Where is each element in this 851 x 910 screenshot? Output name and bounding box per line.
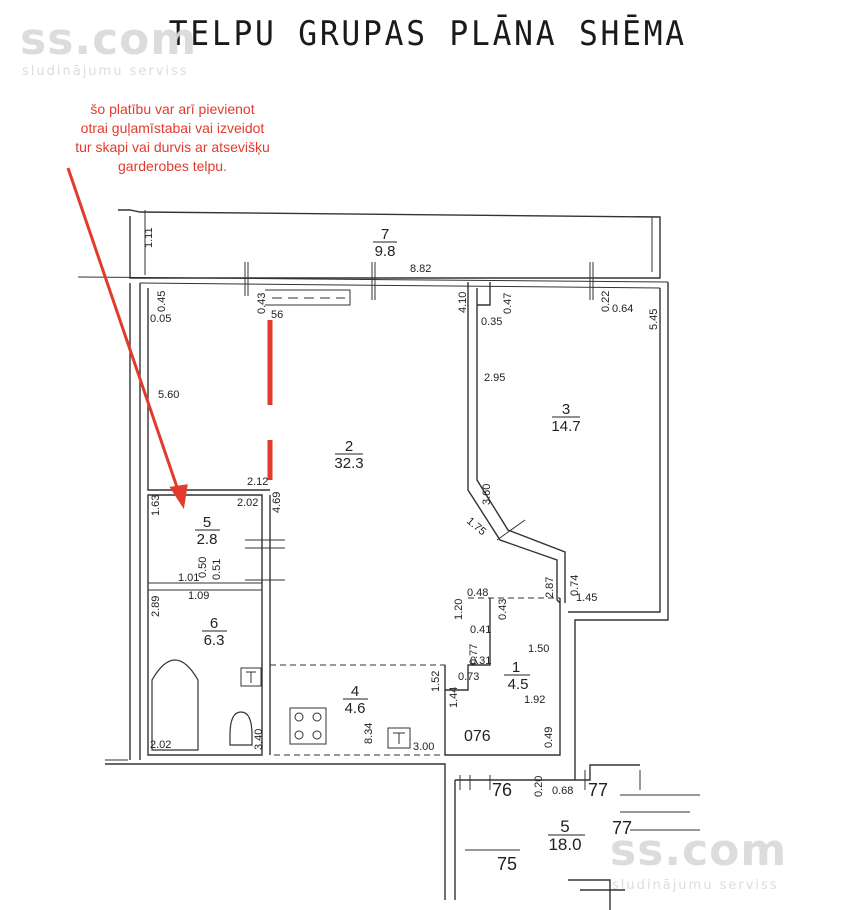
room-area: 14.7 <box>551 418 580 435</box>
dimension-label: 0.64 <box>612 303 633 315</box>
dimension-label: 1.11 <box>143 227 155 248</box>
dimension-label: 1.63 <box>150 495 162 516</box>
dimension-label: 1.92 <box>524 694 545 706</box>
dimension-label: 0.20 <box>533 776 545 797</box>
dimension-label: 8.82 <box>410 263 431 275</box>
dimension-label: 0.50 <box>197 557 209 578</box>
dimension-label: 77 <box>612 818 632 838</box>
dimension-label: 0.45 <box>156 291 168 312</box>
dimension-label: 0.73 <box>458 671 479 683</box>
walls <box>77 209 700 910</box>
note-line: šo platību var arī pievienot <box>90 101 255 117</box>
room-area: 4.6 <box>345 700 366 717</box>
room-number: 5 <box>203 514 211 531</box>
dimension-label: 2.95 <box>484 372 505 384</box>
dimension-label: 0.05 <box>150 313 171 325</box>
room-area: 2.8 <box>197 531 218 548</box>
dimension-label: 0.47 <box>502 293 514 314</box>
dimension-label: 75 <box>497 854 517 874</box>
dimension-labels: 1.11 8.82 0.45 0.05 0.43 56 4.10 0.47 0.… <box>143 227 660 874</box>
dimension-label: 0.41 <box>470 624 491 636</box>
arrow-icon <box>66 167 188 510</box>
dimension-label: 76 <box>492 780 512 800</box>
dimension-label: 1.50 <box>528 643 549 655</box>
annotation-note: šo platību var arī pievienot otrai guļam… <box>40 100 305 176</box>
note-line: garderobes telpu. <box>118 158 227 174</box>
dimension-label: 56 <box>271 309 283 321</box>
dimension-label: 0.74 <box>569 575 581 596</box>
dimension-label: 1.20 <box>453 599 465 620</box>
dimension-label: 0.48 <box>467 587 488 599</box>
watermark-tagline: sludinājumu serviss <box>22 64 189 79</box>
dimension-label: 0.31 <box>470 655 491 667</box>
room-area: 32.3 <box>334 455 363 472</box>
dimension-label: 0.22 <box>600 291 612 312</box>
room-number: 5 <box>560 817 569 836</box>
watermark-logo: ss.com <box>20 14 198 65</box>
dimension-label: 0.43 <box>256 293 268 314</box>
dimension-label: 4.10 <box>457 292 469 313</box>
dimension-label: 0.43 <box>497 599 509 620</box>
dimension-label: 1.45 <box>576 592 597 604</box>
dimension-label: 0.49 <box>543 727 555 748</box>
room-number: 7 <box>381 226 389 243</box>
dimension-label: 0.77 <box>468 644 480 665</box>
watermark-tagline: sludinājumu serviss <box>612 878 779 893</box>
room-area: 9.8 <box>375 243 396 260</box>
dimension-label: 5.45 <box>648 309 660 330</box>
note-line: tur skapi vai durvis ar atsevišķu <box>75 139 270 155</box>
dimension-label: 5.60 <box>158 389 179 401</box>
room-number: 2 <box>345 438 353 455</box>
room-number: 6 <box>210 615 218 632</box>
dimension-label: 0.68 <box>552 785 573 797</box>
dimension-label: 1.09 <box>188 590 209 602</box>
dimension-label: 2.12 <box>247 476 268 488</box>
room-number: 3 <box>562 401 570 418</box>
room-labels: 7 9.8 2 32.3 3 14.7 5 2.8 6 6.3 4 4.6 1 … <box>195 226 585 854</box>
dimension-label: 2.89 <box>150 596 162 617</box>
dimension-label: 0.51 <box>211 559 223 580</box>
dimension-label: 1.01 <box>178 572 199 584</box>
dimension-label: 8.34 <box>363 723 375 744</box>
dimension-label: 2.02 <box>237 497 258 509</box>
dimension-label: 3.60 <box>481 484 493 505</box>
dimension-label: 2.87 <box>544 577 556 598</box>
room-area: 18.0 <box>548 835 581 854</box>
dimension-label: 3.40 <box>253 729 265 750</box>
dimension-label: 3.00 <box>413 741 434 753</box>
dimension-label: 1.52 <box>430 671 442 692</box>
dimension-label: 77 <box>588 780 608 800</box>
note-line: otrai guļamīstabai vai izveidot <box>80 120 265 136</box>
room-area: 4.5 <box>508 676 529 693</box>
room-number: 4 <box>351 683 359 700</box>
dimension-label: 1.44 <box>448 687 460 708</box>
page-title: TELPU GRUPAS PLĀNA SHĒMA <box>168 14 687 54</box>
dimension-label: 1.75 <box>464 515 488 538</box>
dimension-label: 4.69 <box>271 492 283 513</box>
dimension-label: 0.35 <box>481 316 502 328</box>
room-area: 6.3 <box>204 632 225 649</box>
dimension-label: 2.02 <box>150 739 171 751</box>
watermark-logo: ss.com <box>610 825 788 876</box>
dimension-label: 076 <box>464 728 491 745</box>
room-number: 1 <box>512 659 520 676</box>
